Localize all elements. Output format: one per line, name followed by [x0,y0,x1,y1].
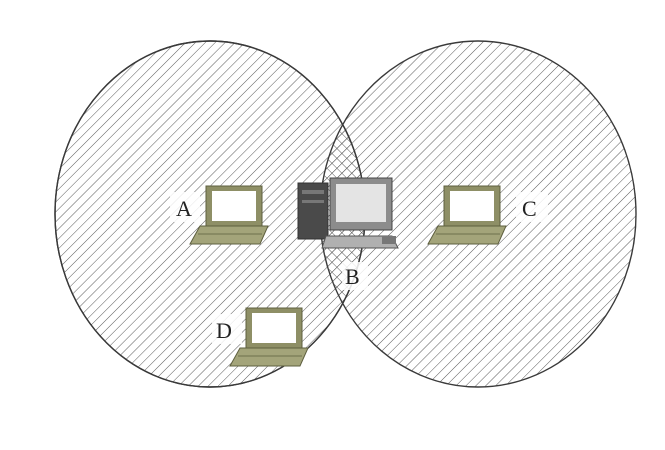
node-label-d: D [216,318,232,343]
node-label-c: C [522,196,537,221]
laptop-icon [427,185,507,245]
node-label-a: A [176,196,192,221]
desktop-computer-icon [297,177,399,249]
laptop-icon [189,185,269,245]
node-label-b: B [345,264,360,289]
laptop-icon [229,307,309,367]
